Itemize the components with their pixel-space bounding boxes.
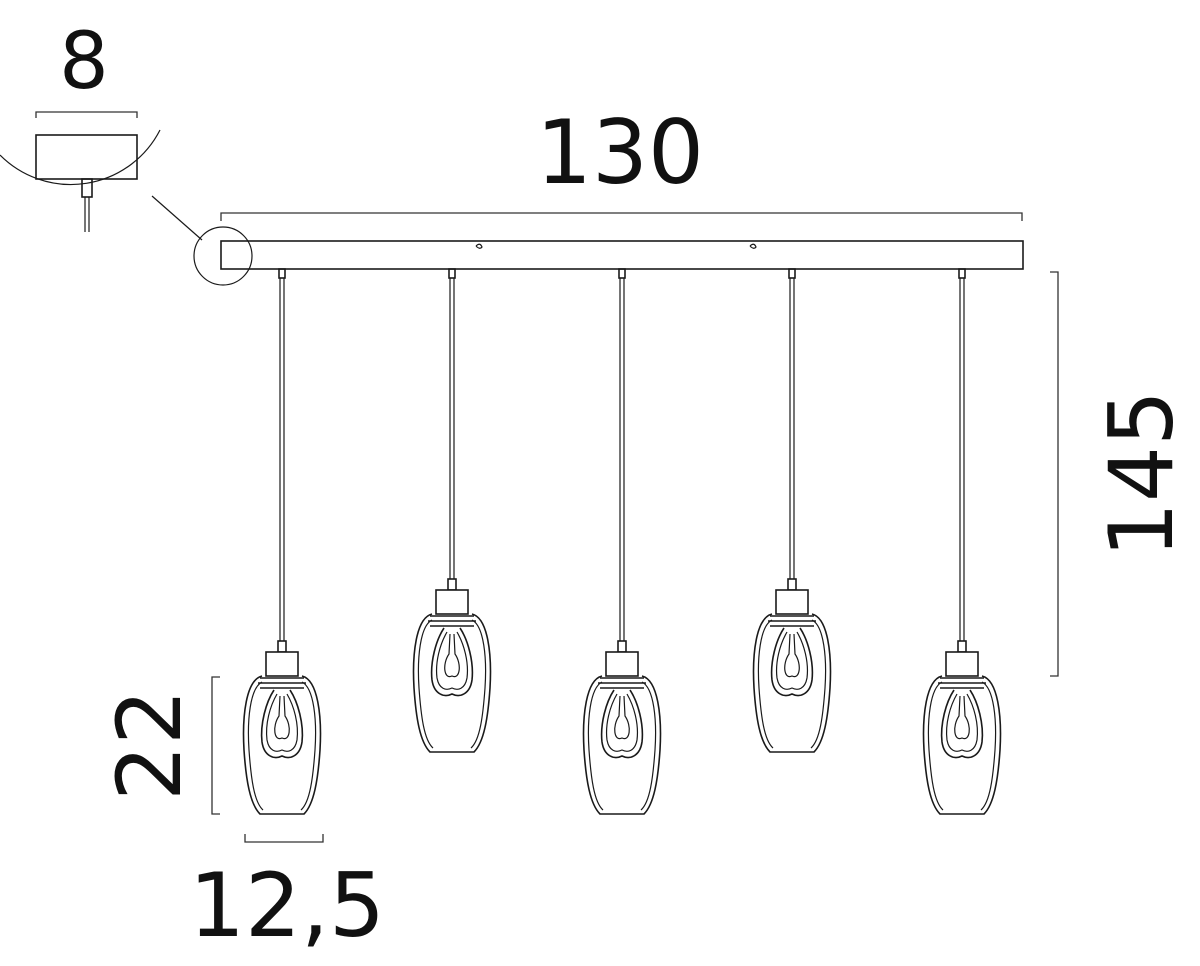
bulb-filament <box>614 695 630 740</box>
detail-marker-circle <box>193 226 253 286</box>
lamp-holder <box>265 651 299 677</box>
lamp-holder <box>435 589 469 615</box>
light-bulb-inner <box>435 631 469 690</box>
detail-width-dimension-line <box>35 111 138 118</box>
pendant-lamp <box>582 268 662 815</box>
light-bulb-inner <box>945 693 979 752</box>
pendant-lamp <box>242 268 322 815</box>
detail-magnifier-arc <box>0 129 161 186</box>
cable-grip <box>277 640 287 653</box>
light-bulb <box>430 627 474 697</box>
rail-connector <box>788 268 796 279</box>
light-bulb <box>940 689 984 759</box>
light-bulb-inner <box>265 693 299 752</box>
shade-height-label: 22 <box>98 689 201 801</box>
glass-shade-inner <box>757 619 827 749</box>
pendant-lamp <box>412 268 492 753</box>
shade-width-dimension-line <box>244 834 324 843</box>
bulb-filament <box>954 695 970 740</box>
light-bulb <box>600 689 644 759</box>
rail-mount-screw <box>749 243 757 249</box>
total-height-dimension-line <box>1050 271 1059 677</box>
lamp-holder <box>775 589 809 615</box>
detail-callout: 8 <box>0 17 203 241</box>
lamp-holder <box>945 651 979 677</box>
cable-grip <box>957 640 967 653</box>
glass-shade-inner <box>247 681 317 811</box>
rail-connector <box>958 268 966 279</box>
glass-shade <box>752 613 832 753</box>
rail-connector <box>618 268 626 279</box>
detail-leader-line <box>151 195 203 241</box>
lamp-holder <box>605 651 639 677</box>
rail-connector <box>448 268 456 279</box>
rail-length-dimension: 130 <box>220 101 1023 221</box>
shade-width-dimension: 12,5 <box>189 834 385 957</box>
bulb-filament <box>274 695 290 740</box>
pendant-lamps <box>242 268 1002 815</box>
rail-connector <box>278 268 286 279</box>
shade-height-dimension: 22 <box>98 676 220 815</box>
detail-cable-connector <box>81 178 93 198</box>
detail-canopy-block <box>35 134 138 180</box>
glass-shade <box>242 675 322 815</box>
pendant-lamp <box>922 268 1002 815</box>
light-bulb-inner <box>605 693 639 752</box>
cable-grip <box>617 640 627 653</box>
glass-shade-inner <box>927 681 997 811</box>
cable-grip <box>447 578 457 591</box>
glass-shade-inner <box>417 619 487 749</box>
total-height-label: 145 <box>1090 390 1193 558</box>
light-bulb <box>770 627 814 697</box>
canopy-depth-label: 8 <box>59 17 109 107</box>
rail-length-dimension-line <box>220 212 1023 221</box>
bulb-filament <box>784 633 800 678</box>
cable-grip <box>787 578 797 591</box>
ceiling-rail <box>193 226 1024 286</box>
glass-shade-inner <box>587 681 657 811</box>
glass-shade <box>582 675 662 815</box>
shade-height-dimension-line <box>211 676 220 815</box>
light-bulb-inner <box>775 631 809 690</box>
shade-width-label: 12,5 <box>189 854 385 957</box>
rail-length-label: 130 <box>536 101 704 204</box>
light-bulb <box>260 689 304 759</box>
total-height-dimension: 145 <box>1050 271 1193 677</box>
glass-shade <box>412 613 492 753</box>
rail-body <box>220 240 1024 270</box>
glass-shade <box>922 675 1002 815</box>
bulb-filament <box>444 633 460 678</box>
rail-mount-screw <box>475 243 483 249</box>
pendant-lamp <box>752 268 832 753</box>
